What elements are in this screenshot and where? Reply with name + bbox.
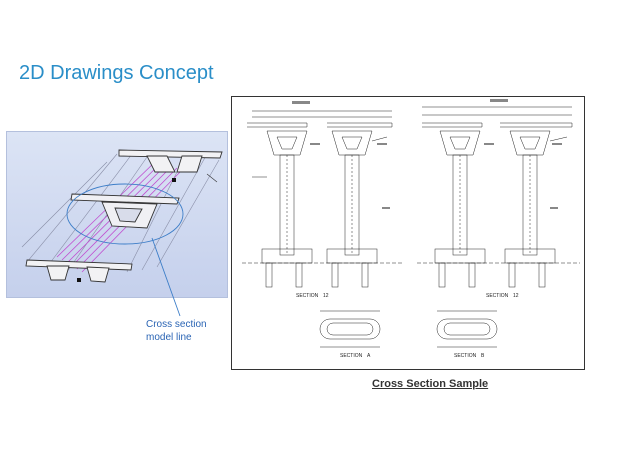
section-a-letter: A: [367, 353, 371, 359]
drawing-svg: SECTION 12 SECTION 12 SECTION A SECTION …: [242, 99, 580, 359]
cross-section-drawing: SECTION 12 SECTION 12 SECTION A SECTION …: [231, 96, 585, 370]
drawing-caption: Cross Section Sample: [372, 378, 489, 390]
slide-title: 2D Drawings Concept: [19, 62, 214, 84]
section-right-label: SECTION: [486, 293, 509, 299]
section-a-label: SECTION: [340, 353, 363, 359]
section-right-num: 12: [513, 293, 519, 299]
section-b-label: SECTION: [454, 353, 477, 359]
model-3d-drawing: [21, 149, 223, 283]
model-3d-view: [6, 131, 228, 298]
callout-label: Cross section model line: [146, 318, 226, 344]
callout-line2: model line: [146, 332, 192, 343]
callout-line1: Cross section: [146, 319, 207, 330]
section-left-num: 12: [323, 293, 329, 299]
section-left-label: SECTION: [296, 293, 319, 299]
section-b-letter: B: [481, 353, 485, 359]
